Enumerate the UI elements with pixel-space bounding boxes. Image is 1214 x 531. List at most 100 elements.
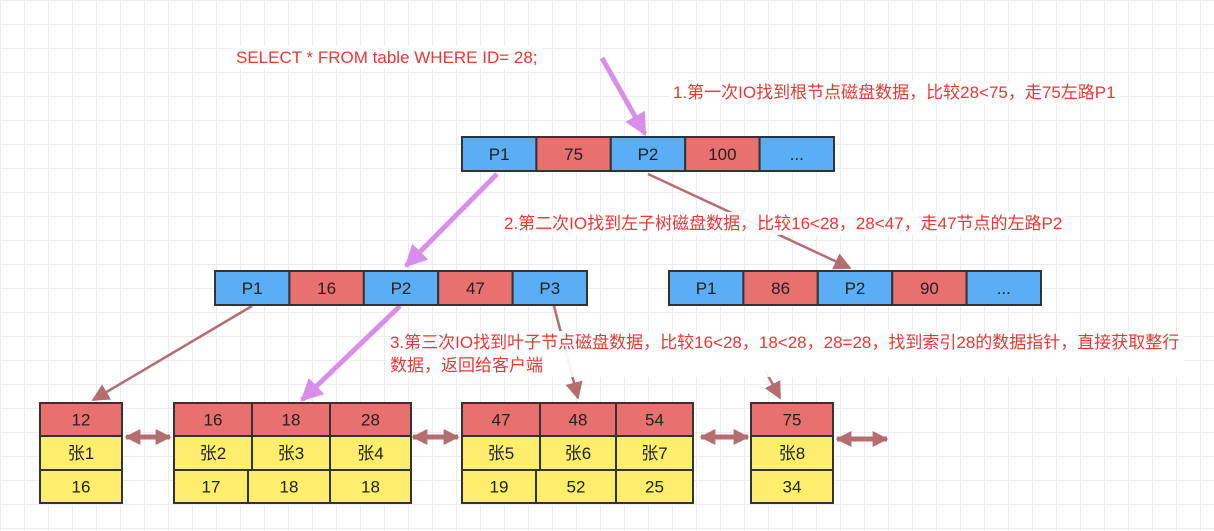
leaf-value-cell-box <box>750 469 834 504</box>
root-node-key-cell: 100 <box>684 136 761 172</box>
left-node-key-cell-label: 47 <box>466 279 485 298</box>
right-node-pointer-cell-box <box>816 270 894 306</box>
leaf-name-cell: 张7 <box>615 435 694 471</box>
left-node-pointer-cell: P1 <box>214 270 291 306</box>
leaf-key-cell: 16 <box>173 402 253 437</box>
leaf-key-cell-label: 48 <box>569 411 588 430</box>
leaf-value-cell-label: 18 <box>361 478 380 497</box>
left-node-key-cell: 47 <box>437 270 514 306</box>
leaf-value-cell-label: 52 <box>567 478 586 497</box>
leaf-name-cell-box <box>39 435 123 471</box>
leaf-key-cell-label: 12 <box>72 411 91 430</box>
left-p1-pointer-arrow <box>91 304 253 402</box>
leaf-name-cell: 张1 <box>39 435 123 471</box>
left-node-pointer-cell-label: P1 <box>242 279 263 298</box>
root-node-pointer-cell-label: P2 <box>638 145 659 164</box>
left-node-pointer-cell-box <box>362 270 440 306</box>
leaf-name-cell-label: 张2 <box>200 444 226 463</box>
right-node-key-cell-box <box>891 270 968 306</box>
left-node-key-cell-box <box>288 270 365 306</box>
leaf-name-cell: 张4 <box>329 435 412 471</box>
right-node-pointer-cell-box <box>668 270 745 306</box>
leaf-name-cell: 张8 <box>750 435 834 471</box>
root-node-pointer-cell-label: P1 <box>489 145 510 164</box>
left-node-pointer-cell: P3 <box>511 270 588 306</box>
leaf-value-cell: 34 <box>750 469 834 504</box>
left-node-key-cell-box <box>437 270 514 306</box>
root-node-pointer-cell-box <box>758 136 835 172</box>
left-node-pointer-cell-label: P3 <box>539 279 560 298</box>
root-node-key-cell-label: 100 <box>708 145 736 164</box>
leaf-name-cell: 张5 <box>461 435 541 471</box>
right-node-pointer-cell: ... <box>965 270 1042 306</box>
leaf-key-cell: 48 <box>539 402 617 437</box>
right-node-pointer-cell: P2 <box>816 270 894 306</box>
leaf-value-cell-label: 25 <box>645 478 664 497</box>
root-node-pointer-cell: ... <box>758 136 835 172</box>
leaf-value-cell: 19 <box>461 469 537 504</box>
leaf-key-cell-label: 28 <box>361 411 380 430</box>
right-node-pointer-cell: P1 <box>668 270 745 306</box>
leaf-name-cell-label: 张4 <box>357 444 383 463</box>
step-1-caption: 1.第一次IO找到根节点磁盘数据，比较28<75，走75左路P1 <box>669 81 1120 104</box>
leaf-key-cell-label: 18 <box>282 411 301 430</box>
left-node-pointer-cell: P2 <box>362 270 440 306</box>
search-path-arrow-query <box>599 56 648 136</box>
leaf-name-cell-label: 张6 <box>565 444 591 463</box>
leaf-value-cell-box <box>535 469 617 504</box>
root-node-key-cell: 75 <box>535 136 612 172</box>
search-path-arrow-root <box>404 172 499 268</box>
left-node-pointer-cell-label: P2 <box>391 279 412 298</box>
leaf-value-cell-label: 19 <box>490 478 509 497</box>
sql-query: SELECT * FROM table WHERE ID= 28; <box>232 46 542 69</box>
left-node-pointer-cell-box <box>214 270 291 306</box>
leaf-value-cell: 25 <box>615 469 694 504</box>
leaf-value-cell: 18 <box>329 469 412 504</box>
leaf-key-cell-box <box>173 402 253 437</box>
leaf-value-cell-box <box>39 469 123 504</box>
leaf-key-cell-label: 47 <box>492 411 511 430</box>
step-2-caption: 2.第二次IO找到左子树磁盘数据，比较16<28，28<47，走47节点的左路P… <box>500 212 1067 235</box>
step-3-caption: 3.第三次IO找到叶子节点磁盘数据，比较16<28，18<28，28=28，找到… <box>386 331 1184 377</box>
leaf-key-cell-label: 16 <box>204 411 223 430</box>
right-node-key-cell: 86 <box>742 270 819 306</box>
leaf-name-cell-box <box>750 435 834 471</box>
leaf-name-cell-label: 张5 <box>488 444 514 463</box>
leaf-key-cell-box <box>329 402 412 437</box>
leaf-value-cell-box <box>615 469 694 504</box>
root-node-pointer-cell-box <box>461 136 538 172</box>
leaf-value-cell-box <box>329 469 412 504</box>
leaf-value-cell-label: 18 <box>280 478 299 497</box>
leaf-value-cell: 16 <box>39 469 123 504</box>
leaf-value-cell-label: 17 <box>202 478 221 497</box>
leaf-name-cell: 张6 <box>539 435 617 471</box>
leaf-value-cell: 18 <box>247 469 331 504</box>
right-node-key-cell-label: 86 <box>771 279 790 298</box>
leaf-key-cell-box <box>539 402 617 437</box>
leaf-key-cell-label: 75 <box>783 411 802 430</box>
leaf-value-cell: 52 <box>535 469 617 504</box>
leaf-key-cell: 75 <box>750 402 834 437</box>
leaf-value-cell: 17 <box>173 469 249 504</box>
root-node-pointer-cell-label: ... <box>790 145 804 164</box>
leaf-key-cell: 47 <box>461 402 541 437</box>
leaf-value-cell-label: 34 <box>783 478 802 497</box>
leaf-key-cell: 12 <box>39 402 123 437</box>
right-node-key-cell: 90 <box>891 270 968 306</box>
right-node-key-cell-label: 90 <box>920 279 939 298</box>
root-node-pointer-cell: P1 <box>461 136 538 172</box>
leaf-name-cell-box <box>251 435 331 471</box>
leaf-value-cell-box <box>247 469 331 504</box>
leaf-name-cell: 张2 <box>173 435 253 471</box>
root-node-key-cell-box <box>535 136 612 172</box>
leaf-name-cell-label: 张8 <box>779 444 805 463</box>
leaf-name-cell-label: 张3 <box>278 444 304 463</box>
leaf-value-cell-box <box>173 469 249 504</box>
leaf-value-cell-label: 16 <box>72 478 91 497</box>
left-node-key-cell-label: 16 <box>317 279 336 298</box>
right-node-pointer-cell-box <box>965 270 1042 306</box>
right-node-pointer-cell-label: ... <box>997 279 1011 298</box>
right-node-pointer-cell-label: P2 <box>845 279 866 298</box>
root-node-key-cell-label: 75 <box>564 145 583 164</box>
